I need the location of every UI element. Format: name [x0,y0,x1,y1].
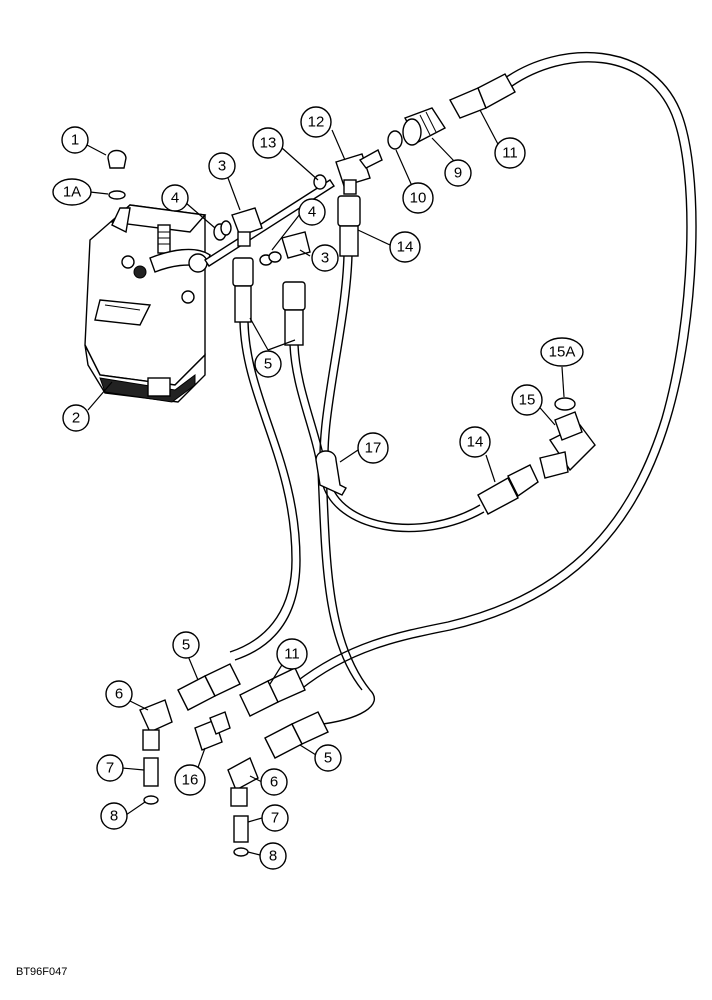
svg-text:8: 8 [110,808,118,825]
callout-6-left: 6 [105,680,133,708]
svg-text:14: 14 [467,434,484,451]
svg-text:16: 16 [182,772,199,789]
callout-12: 12 [300,106,332,138]
mid-right-fittings [477,397,596,515]
lower-fittings [139,663,329,857]
callout-1: 1 [61,126,89,154]
callout-8-right: 8 [259,842,287,870]
callout-14-mid: 14 [459,426,491,458]
clamp [315,450,347,496]
callout-9: 9 [444,159,472,187]
svg-text:5: 5 [182,637,190,654]
svg-text:3: 3 [218,158,226,175]
callout-8-left: 8 [100,802,128,830]
upper-hose-ends [232,195,361,346]
svg-text:17: 17 [365,440,382,457]
callout-14-top: 14 [389,231,421,263]
hoses [229,51,697,726]
callout-3-right: 3 [311,244,339,272]
callout-4-right: 4 [298,198,326,226]
callout-5-lower-right: 5 [314,744,342,772]
svg-text:14: 14 [397,239,414,256]
svg-text:1A: 1A [63,184,81,201]
svg-text:3: 3 [321,250,329,267]
hose-5-5 [297,344,376,726]
svg-text:11: 11 [284,646,300,663]
svg-text:5: 5 [324,750,332,767]
callout-15a: 15A [540,337,584,367]
callout-6-right: 6 [260,768,288,796]
callout-5-lower-left: 5 [172,631,200,659]
svg-text:5: 5 [264,356,272,373]
callout-7-left: 7 [96,754,124,782]
svg-text:6: 6 [270,774,278,791]
svg-text:11: 11 [502,145,518,162]
upper-fittings [204,149,383,267]
callout-7-right: 7 [261,804,289,832]
svg-text:8: 8 [269,848,277,865]
svg-text:9: 9 [454,165,462,182]
svg-text:15A: 15A [549,344,576,361]
callout-11-lower: 11 [276,638,308,670]
svg-text:1: 1 [71,132,79,149]
callout-16: 16 [174,764,206,796]
callout-2: 2 [62,404,90,432]
callout-5-upper: 5 [254,350,282,378]
hose-14-14 [327,254,481,525]
svg-text:13: 13 [260,135,277,152]
svg-text:6: 6 [115,686,123,703]
svg-text:4: 4 [308,204,316,221]
callout-3-top: 3 [208,152,236,180]
leader-lines [86,109,565,856]
callout-13: 13 [252,127,284,159]
callout-4-left: 4 [161,184,189,212]
svg-text:15: 15 [519,392,536,409]
svg-text:7: 7 [106,760,114,777]
callout-17: 17 [357,432,389,464]
callouts: 1 1A 2 3 4 4 3 5 13 12 10 9 11 14 15A 15… [52,106,584,870]
plug-and-oring [107,149,127,200]
callout-15: 15 [511,384,543,416]
callout-11-top: 11 [494,137,526,169]
svg-text:4: 4 [171,190,179,207]
upper-right-fittings [387,73,516,150]
hose-long-loop [299,51,697,691]
svg-text:12: 12 [308,114,325,131]
svg-text:7: 7 [271,810,279,827]
drawing-code: BT96F047 [16,966,67,978]
callout-10: 10 [402,182,434,214]
valve-body [84,204,211,403]
svg-text:10: 10 [410,190,427,207]
hose-5-5-left [234,321,301,661]
svg-text:2: 2 [72,410,80,427]
callout-1a: 1A [52,178,92,206]
